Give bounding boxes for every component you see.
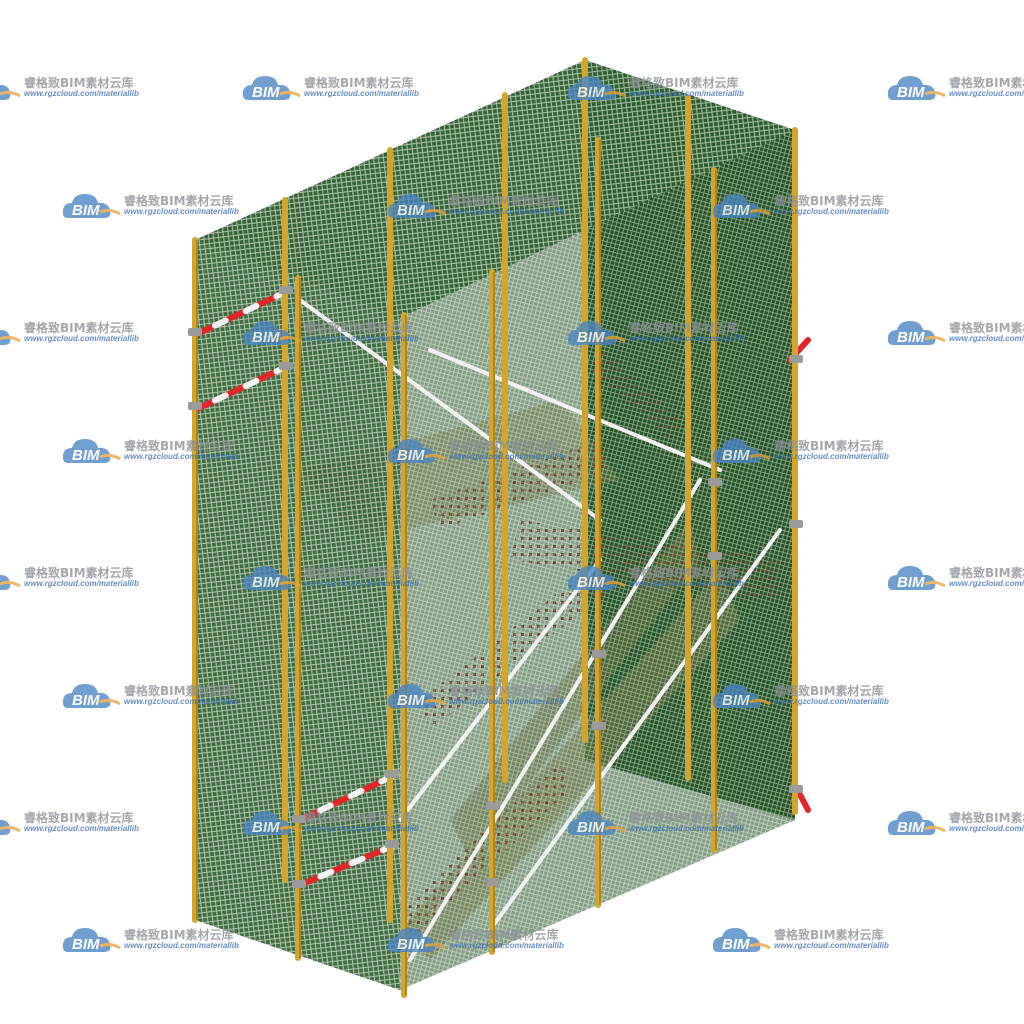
- diagonal-braces: [298, 298, 782, 962]
- net-top-face: [195, 60, 795, 318]
- pole-shading: [196, 140, 717, 995]
- clamps: [188, 286, 803, 888]
- vertical-poles: [192, 57, 798, 998]
